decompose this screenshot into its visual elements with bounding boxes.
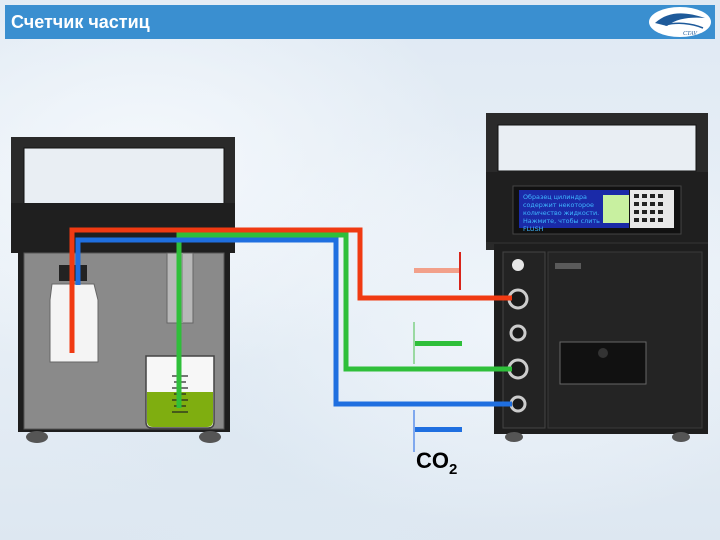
arrow-red bbox=[414, 252, 461, 290]
co2-subscript: 2 bbox=[449, 461, 458, 478]
particle-counter bbox=[486, 113, 708, 442]
arrow-blue bbox=[413, 410, 462, 452]
green-line bbox=[176, 232, 512, 408]
co2-text: CO bbox=[416, 448, 449, 473]
lcd-panel bbox=[512, 185, 682, 235]
blue-line bbox=[75, 237, 512, 407]
title-bar: Счетчик частиц CTAV bbox=[5, 5, 715, 39]
red-line bbox=[69, 227, 512, 353]
logo-icon: CTAV bbox=[649, 7, 711, 37]
sample-cabinet bbox=[11, 137, 235, 443]
lcd-line: FLUSH bbox=[523, 225, 544, 233]
lcd-line: Образец цилиндра bbox=[523, 193, 587, 201]
device-slot bbox=[559, 341, 647, 385]
lcd-line: содержит некоторое bbox=[523, 201, 594, 209]
page-title: Счетчик частиц bbox=[11, 12, 150, 32]
lcd-message: Образец цилиндра содержит некоторое коли… bbox=[523, 193, 633, 233]
logo-text: CTAV bbox=[683, 31, 698, 37]
co2-label: CO2 bbox=[416, 448, 457, 478]
device-ports bbox=[507, 259, 529, 413]
arrow-green bbox=[413, 322, 462, 364]
lcd-line: Нажмите, чтобы слить bbox=[523, 217, 600, 225]
lcd-line: количество жидкости. bbox=[523, 209, 600, 217]
